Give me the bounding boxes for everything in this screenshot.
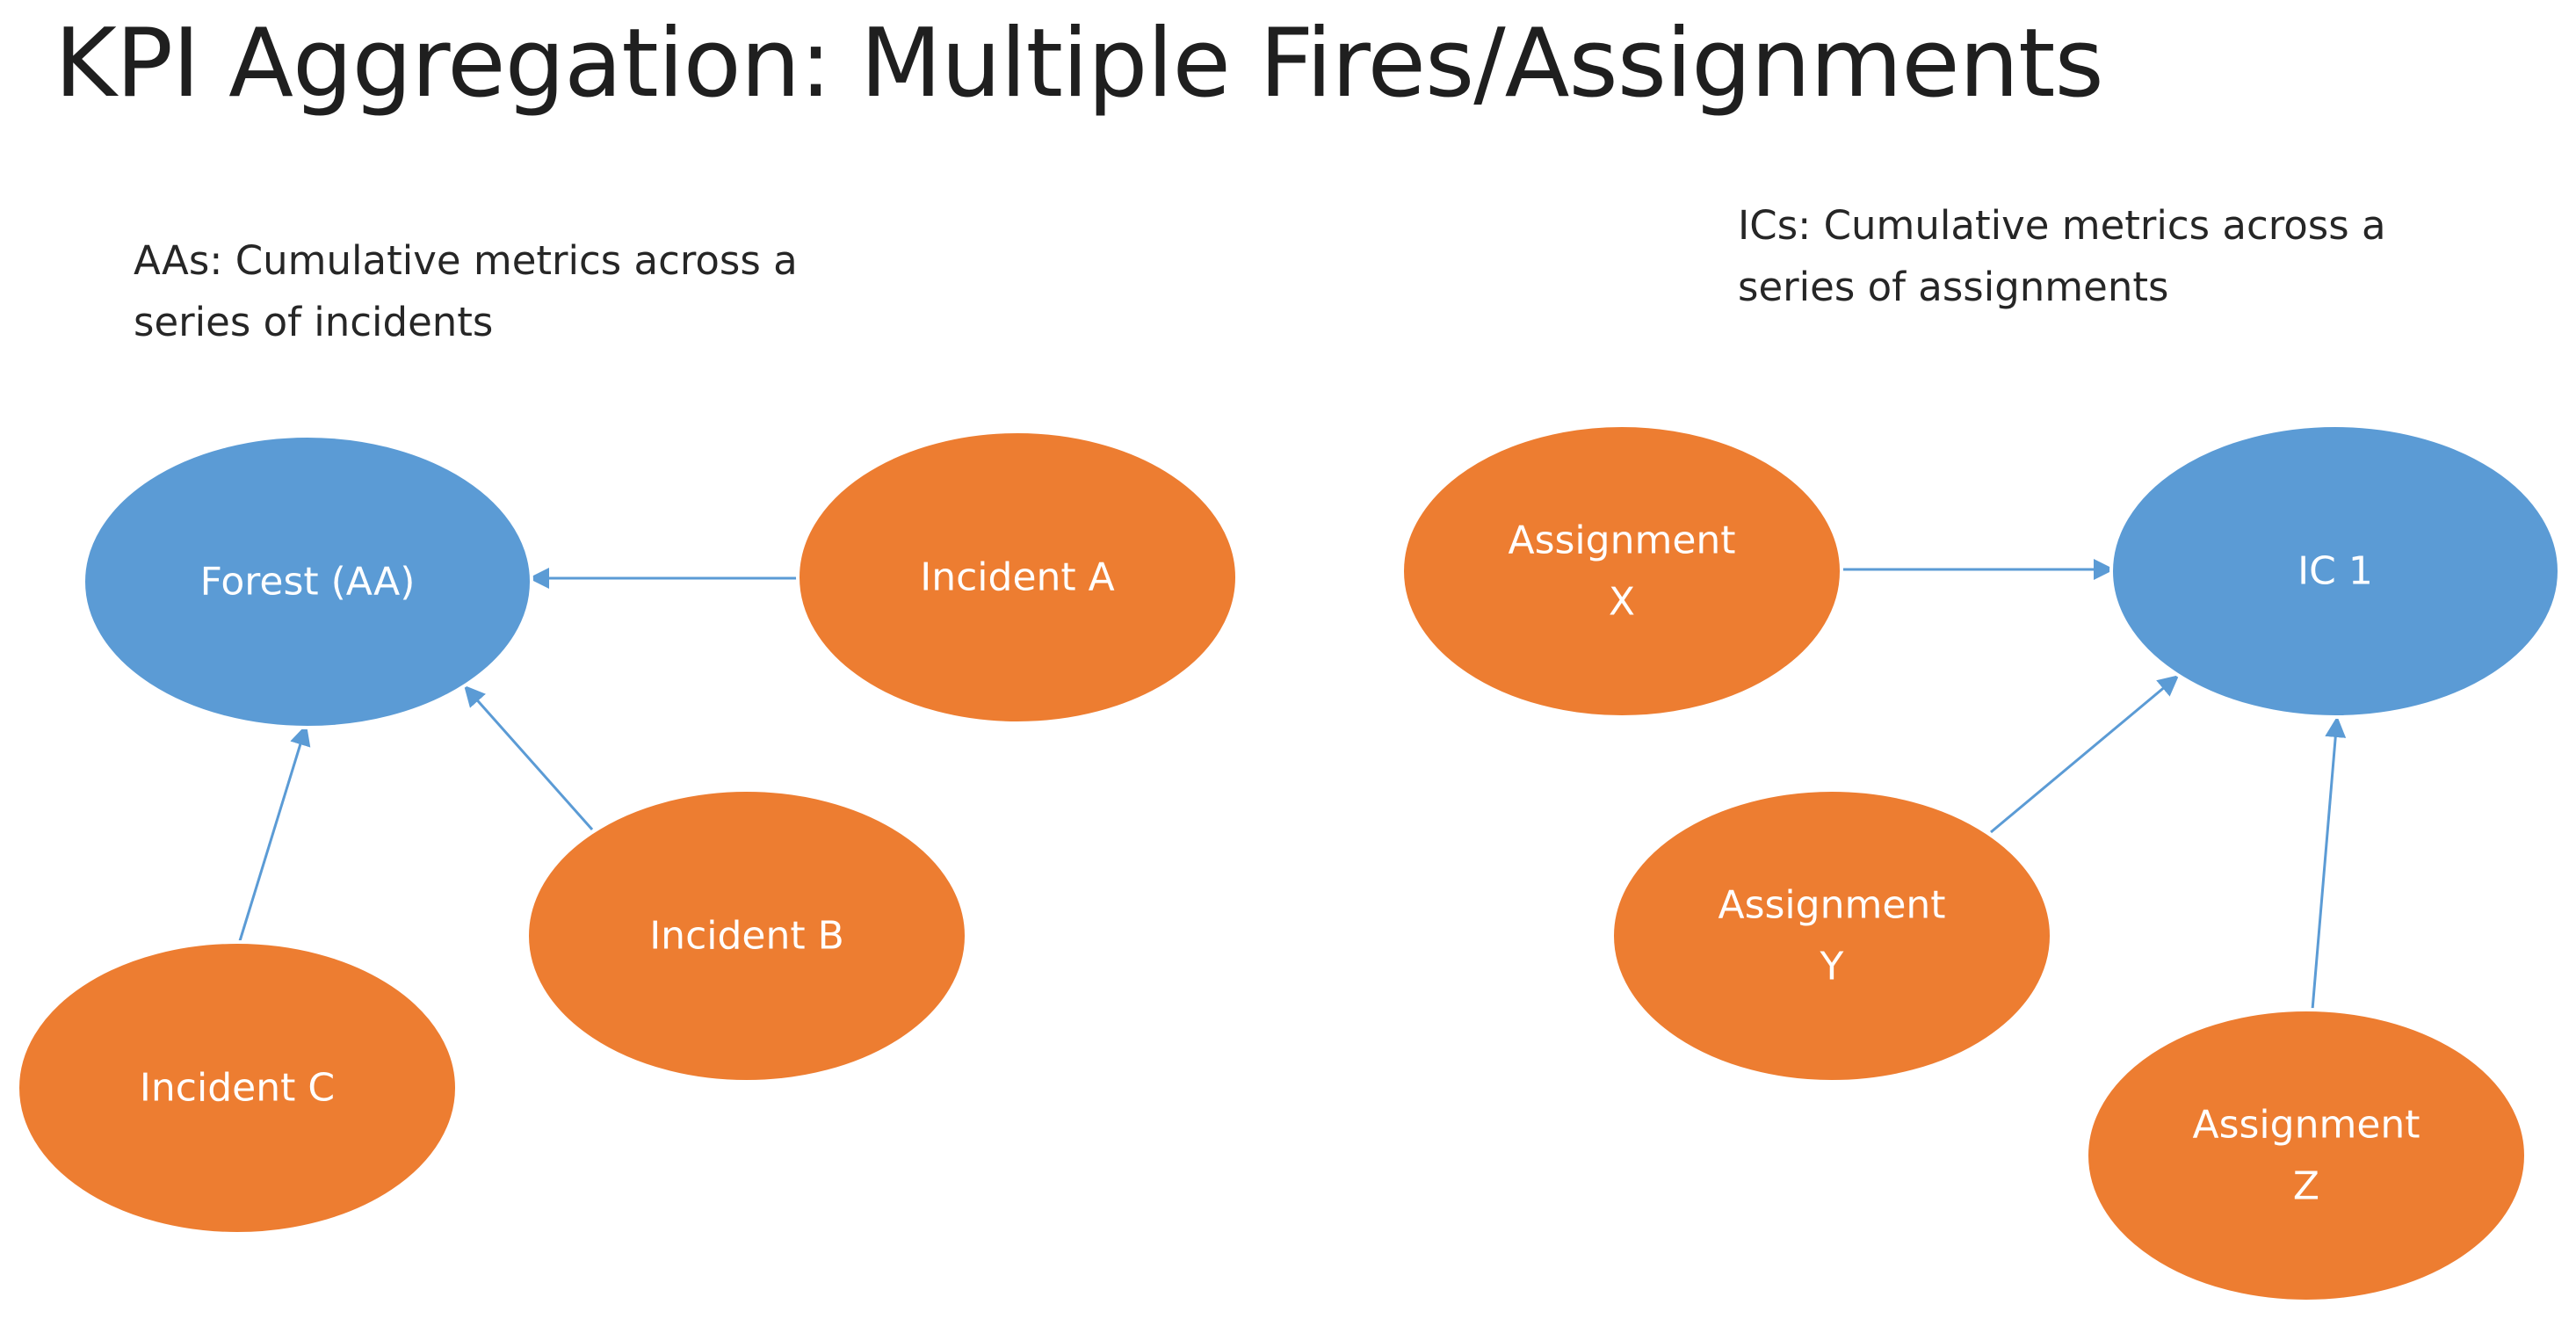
node-assignment-z-label-1: Assignment — [2192, 1103, 2420, 1148]
node-ic1: IC 1 — [2109, 424, 2561, 719]
arrow-incident-c-to-forest — [237, 724, 311, 945]
caption-aas-line-1: AAs: Cumulative metrics across a — [134, 237, 798, 284]
slide-title: KPI Aggregation: Multiple Fires/Assignme… — [54, 9, 2104, 119]
arrow-incident-b-to-forest — [464, 685, 594, 830]
node-incident-c-label-1: Incident C — [140, 1066, 335, 1111]
caption-aas-line-2: series of incidents — [134, 299, 494, 345]
caption-ics: ICs: Cumulative metrics across a series … — [1738, 195, 2386, 318]
node-assignment-x-label-2: X — [1609, 580, 1635, 625]
node-incident-b-label-1: Incident B — [649, 914, 844, 959]
node-assignment-x-label-1: Assignment — [1508, 518, 1735, 563]
node-assignment-z-shape — [2085, 1008, 2528, 1303]
node-forest-label-1: Forest (AA) — [200, 560, 416, 605]
node-assignment-y-shape — [1610, 788, 2053, 1083]
node-incident-c: Incident C — [16, 940, 459, 1236]
edges-layer — [237, 559, 2347, 1011]
node-incident-c-shape — [16, 940, 459, 1236]
caption-ics-line-2: series of assignments — [1738, 264, 2169, 310]
caption-aas: AAs: Cumulative metrics across a series … — [134, 230, 798, 353]
node-incident-b-shape — [525, 788, 968, 1083]
node-assignment-y-label-1: Assignment — [1718, 883, 1945, 928]
node-ic1-shape — [2109, 424, 2561, 719]
nodes-layer: Forest (AA) Incident A Incident B Incident … — [16, 424, 2561, 1303]
arrow-assignment-z-to-ic1 — [2311, 716, 2347, 1011]
node-assignment-y-label-2: Y — [1820, 945, 1844, 989]
node-forest: Forest (AA) — [82, 434, 533, 729]
node-forest-shape — [82, 434, 533, 729]
caption-ics-line-1: ICs: Cumulative metrics across a — [1738, 202, 2386, 249]
node-incident-a: Incident A — [796, 430, 1239, 725]
node-incident-b: Incident B — [525, 788, 968, 1083]
node-incident-a-label-1: Incident A — [920, 555, 1115, 600]
arrow-assignment-y-to-ic1 — [1990, 675, 2180, 834]
node-incident-a-shape — [796, 430, 1239, 725]
node-assignment-x-shape — [1400, 424, 1843, 719]
node-ic1-label-1: IC 1 — [2297, 549, 2373, 594]
node-assignment-z-label-2: Z — [2293, 1164, 2319, 1209]
